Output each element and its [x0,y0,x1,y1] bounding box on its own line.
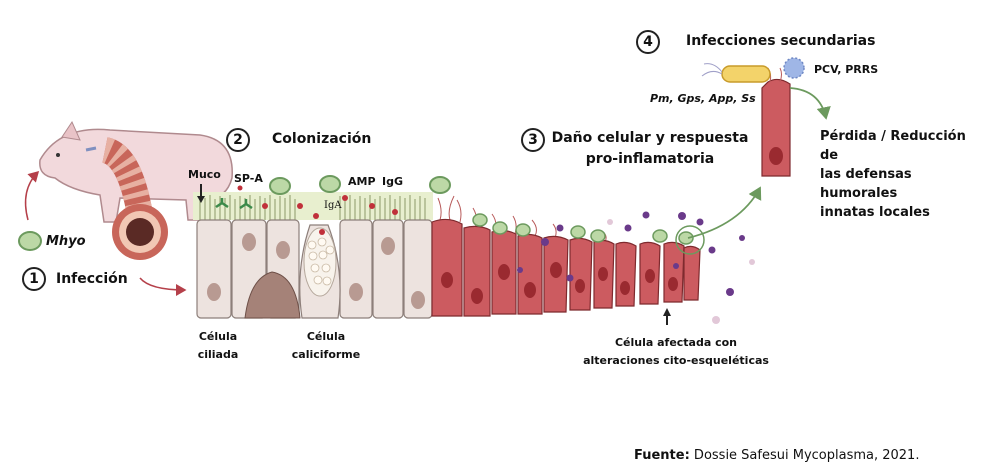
spa-label: SP-A [234,172,263,185]
affected-line1: Célula afectada con [614,336,738,349]
mhyo-label: Mhyo [46,234,86,249]
iga-label: IgA [324,200,342,211]
step-1-number: 1 [22,267,46,291]
defense-loss-label: Pérdida / Reducción de las defensas humo… [820,127,987,222]
amp-label: AMP [348,175,376,188]
mhyo-bacterium [18,231,42,251]
secondary-infected-cell [761,67,791,177]
ciliated-line2: ciliada [197,348,239,361]
defense-loss-arrow [789,87,831,120]
light-particles [607,219,755,324]
step-3-label-line2: pro-inflamatoria [585,151,715,167]
secondary-bacterium [701,63,771,83]
healthy-nuclei [207,233,425,309]
step-2-number: 2 [226,128,250,152]
colonizing-mycoplasma [269,175,451,195]
infection-arrow-up [24,170,40,221]
sp-a-molecules [215,198,253,210]
goblet-line2: caliciforme [291,348,361,361]
ciliated-cell-label: Célula ciliada [190,328,246,364]
affected-line2: alteraciones cito-esqueléticas [583,354,769,367]
viruses-label: PCV, PRRS [814,63,879,76]
damaged-epithelium [431,218,701,317]
trachea-tube [101,137,168,260]
basal-cell [244,271,301,319]
amp-igg-molecules [237,185,398,235]
goblet-cell-label: Célula caliciforme [286,328,366,364]
progression-arrow [687,186,762,239]
virus-particle [783,57,805,79]
muco-label: Muco [188,168,221,181]
secondary-bacteria-label: Pm, Gps, App, Ss [650,92,756,105]
step-1-label: Infección [56,271,128,287]
step-3-number: 3 [521,128,545,152]
defense-loss-line3: innatas locales [820,205,930,220]
goblet-line1: Célula [306,330,346,343]
adhered-mycoplasma [472,213,694,245]
inflammatory-particles [517,211,745,296]
step-3-label: Daño celular y respuesta pro-inflamatori… [550,128,750,170]
defense-loss-line2: las defensas humorales [820,167,912,201]
source-prefix: Fuente: [634,448,690,463]
source-text: Dossie Safesui Mycoplasma, 2021. [689,448,920,463]
defense-loss-line1: Pérdida / Reducción de [820,129,966,163]
step-2-label: Colonización [272,131,372,147]
source-citation: Fuente: Dossie Safesui Mycoplasma, 2021. [634,448,919,463]
infection-arrow-right [139,277,187,296]
goblet-cell [299,224,341,319]
step-4-number: 4 [636,30,660,54]
igg-label: IgG [382,175,403,188]
step-4-label: Infecciones secundarias [686,33,876,49]
step-3-label-line1: Daño celular y respuesta [551,130,749,146]
damaged-nuclei [441,262,678,304]
mucus-layer [193,192,433,220]
affected-cell-label: Célula afectada con alteraciones cito-es… [576,334,776,370]
ciliated-line1: Célula [198,330,238,343]
